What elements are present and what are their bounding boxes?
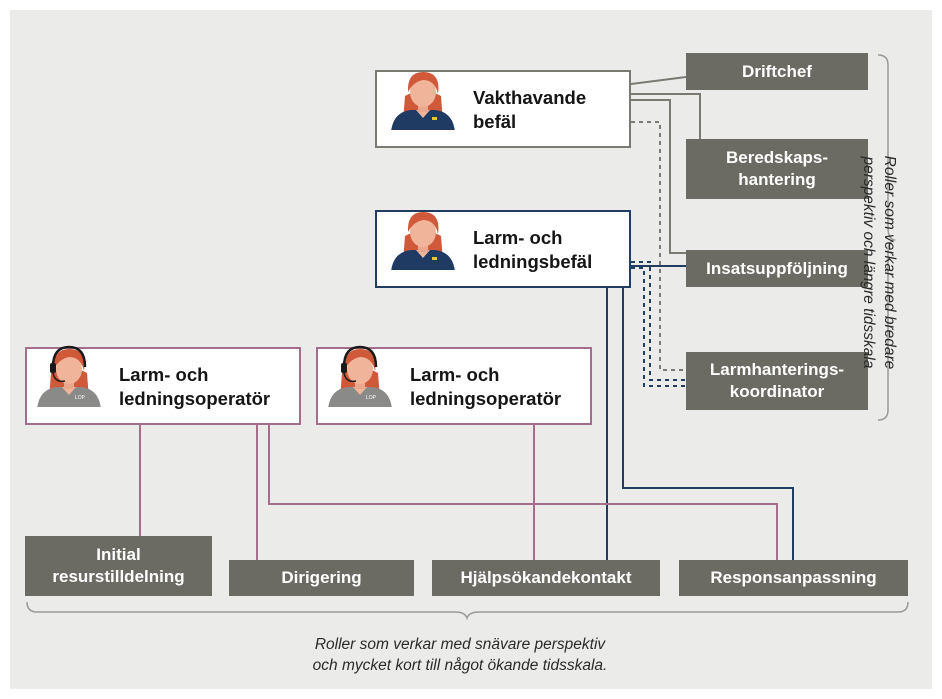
person-ledningsbefal-icon [391, 212, 455, 270]
note-narrower-perspective: Roller som verkar med snävare perspektiv… [312, 636, 608, 674]
role-larmhanteringskoordinator: Larmhanterings- koordinator [686, 352, 868, 410]
line-lb-larmh-dashed-1 [631, 261, 686, 381]
badge-op1: LOP [75, 395, 86, 401]
role-insatsuppfoljning: Insatsuppföljning [686, 250, 868, 287]
role-responsanpassning: Responsanpassning [679, 560, 908, 596]
operator-connectors [139, 425, 778, 560]
badge-op2: LOP [366, 395, 377, 401]
label-ledningsoperator-2: Larm- och ledningsoperatör [410, 364, 562, 409]
right-brace [877, 54, 897, 421]
vakthavande-connectors [630, 76, 701, 371]
line-vb-insats [631, 99, 686, 254]
label-ledningsoperator-1: Larm- och ledningsoperatör [119, 364, 271, 409]
person-vakthavande-icon [391, 72, 455, 130]
card-ledningsoperator-2: LOP Larm- och ledningsoperatör [316, 345, 592, 425]
role-initial-resurstilldelning: Initial resurstilldelning [25, 536, 212, 596]
role-dirigering: Dirigering [229, 560, 414, 596]
label-larm-och-ledningsbefal: Larm- och ledningsbefäl [473, 227, 593, 272]
note-broader-perspective: Roller som verkar med bredare perspektiv… [860, 155, 898, 370]
role-beredskapshantering: Beredskaps- hantering [686, 139, 868, 199]
line-lb-respons [622, 288, 794, 560]
person-operator-headset-icon: LOP [328, 345, 392, 407]
label-vakthavande-befal: Vakthavande befäl [473, 87, 587, 132]
bottom-brace [26, 601, 909, 621]
line-vb-larmh-dashed [631, 121, 686, 371]
line-vb-driftchef [630, 76, 687, 85]
card-larm-och-ledningsbefal: Larm- och ledningsbefäl [375, 210, 631, 288]
person-operator-headset-icon: LOP [37, 345, 101, 407]
card-ledningsoperator-1: LOP Larm- och ledningsoperatör [25, 345, 301, 425]
role-hjalpsokandekontakt: Hjälpsökandekontakt [432, 560, 660, 596]
lb-connectors [606, 261, 794, 560]
line-lb-larmh-dashed-2 [631, 267, 686, 387]
line-vb-beredskap [631, 93, 701, 139]
role-driftchef: Driftchef [686, 53, 868, 90]
card-vakthavande-befal: Vakthavande befäl [375, 70, 631, 148]
line-op1-respons [268, 425, 778, 560]
